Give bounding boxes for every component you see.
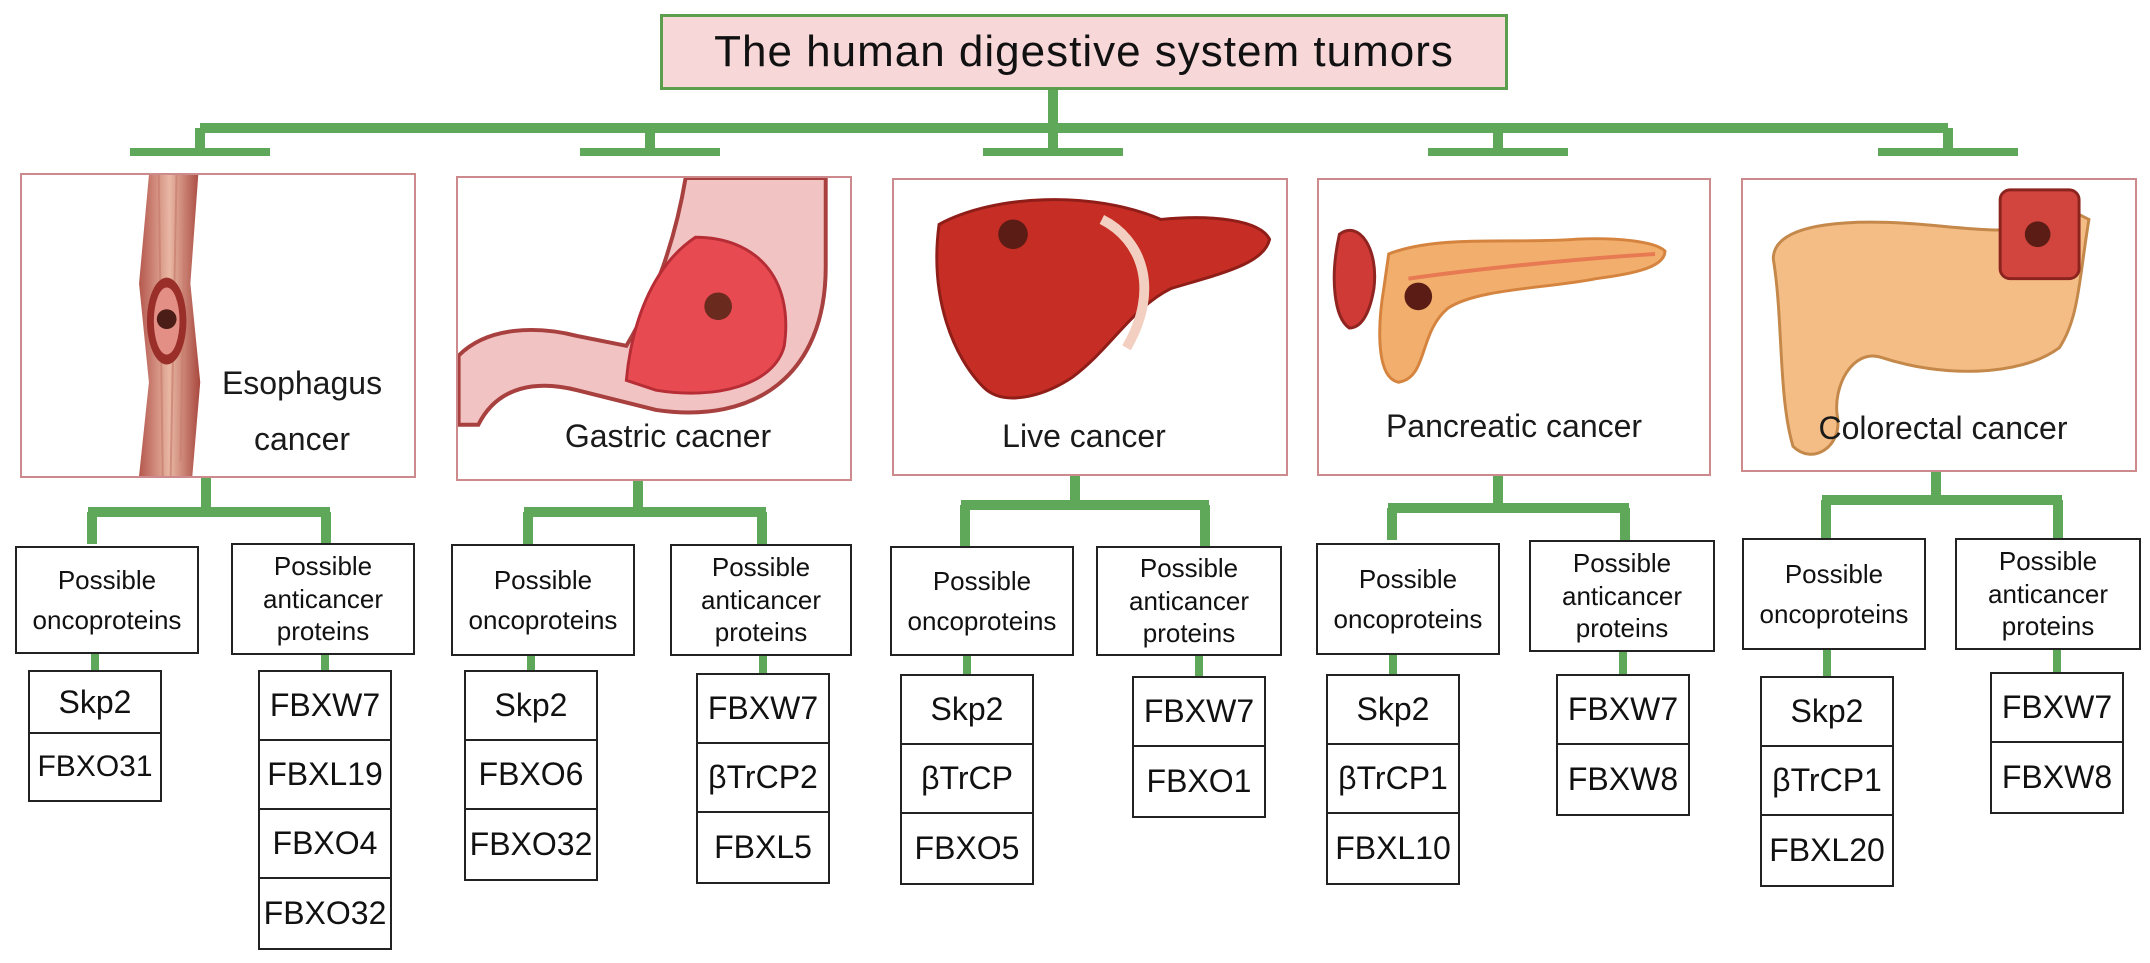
group-label-line: Possible [1998,546,2098,577]
protein-item: FBXW8 [2001,759,2113,795]
group-label-line: Possible [1358,563,1458,594]
esophagus-illustration [139,175,201,476]
protein-item: FBXO6 [466,741,596,810]
group-label-line: oncoproteins [907,606,1057,636]
protein-item: Skp2 [1762,678,1892,747]
oncoprotein-list: Skp2 βTrCP FBXO5 [900,674,1034,885]
group-label-line: oncoproteins [1759,599,1909,629]
cancer-label: Gastric cacner [564,418,772,454]
protein-item: FBXO5 [914,830,1020,866]
group-label-line: oncoproteins [1333,604,1483,634]
protein-item: FBXO31 [37,750,153,783]
group-label-line: anticancer [701,584,821,615]
group-label-line: anticancer [1988,578,2108,609]
anticancer-protein-list: FBXW7 FBXO1 [1132,676,1266,818]
pancreas-illustration [1332,228,1667,384]
group-label-line: proteins [1142,618,1236,649]
protein-item: FBXO4 [260,810,390,879]
anticancer-protein-list: FBXW7 FBXW8 [1556,674,1690,816]
pancreatic-cancer-panel: Pancreatic cancer [1317,178,1711,476]
gastric-cancer-panel: Gastric cacner [456,176,852,481]
stomach-illustration [458,178,828,427]
colorectal-cancer-panel: Colorectal cancer [1741,178,2137,472]
protein-item: FBXW7 [260,672,390,741]
protein-item: FBXL10 [1335,830,1451,866]
esophagus-cancer-panel: Esophagus cancer [20,173,416,478]
group-label-line: Possible [711,552,811,583]
protein-item: FBXW7 [1992,674,2122,743]
group-label-line: proteins [2001,611,2095,642]
group-label-line: proteins [276,616,370,647]
cancer-label: Live cancer [1002,418,1166,454]
group-label-line: Possible [273,551,373,582]
protein-item: βTrCP [902,745,1032,814]
group-label-line: Possible [493,564,593,595]
protein-item: βTrCP1 [1328,745,1458,814]
protein-item: FBXW7 [1134,678,1264,747]
protein-item: Skp2 [466,672,596,741]
protein-item: Skp2 [1328,676,1458,745]
liver-cancer-panel: Live cancer [892,178,1288,476]
group-label-line: Possible [1784,558,1884,589]
cancer-label-line: Esophagus [221,365,383,401]
oncoproteins-group-box: Possible oncoproteins [15,546,199,654]
oncoproteins-group-box: Possible oncoproteins [451,544,635,656]
group-label-line: Possible [1139,553,1239,584]
colon-illustration [1771,188,2091,456]
protein-item: FBXO32 [469,826,593,862]
anticancer-protein-list: FBXW7 FBXL19 FBXO4 FBXO32 [258,670,392,950]
protein-item: FBXL19 [260,741,390,810]
group-label-line: oncoproteins [468,605,618,635]
group-label-line: proteins [1575,613,1669,644]
cancer-label: Esophagus cancer [207,355,397,467]
anticancer-protein-list: FBXW7 βTrCP2 FBXL5 [696,673,830,884]
protein-item: βTrCP2 [698,744,828,813]
protein-item: Skp2 [30,672,160,734]
protein-item: βTrCP1 [1762,747,1892,816]
group-label-line: anticancer [263,583,383,614]
diagram-title: The human digestive system tumors [660,14,1508,90]
anticancer-protein-list: FBXW7 FBXW8 [1990,672,2124,814]
protein-item: FBXL5 [714,829,812,865]
oncoprotein-list: Skp2 βTrCP1 FBXL10 [1326,674,1460,885]
oncoproteins-group-box: Possible oncoproteins [890,546,1074,656]
oncoprotein-list: Skp2 βTrCP1 FBXL20 [1760,676,1894,887]
oncoprotein-list: Skp2 FBXO31 [28,670,162,802]
group-label-line: Possible [1572,548,1672,579]
protein-item: Skp2 [902,676,1032,745]
protein-item: FBXL20 [1769,832,1885,868]
group-label-line: anticancer [1562,580,1682,611]
oncoprotein-list: Skp2 FBXO6 FBXO32 [464,670,598,881]
group-label-line: proteins [714,617,808,648]
cancer-label-line: cancer [253,421,351,457]
group-label-line: Possible [57,564,157,595]
group-label-line: Possible [932,565,1032,596]
protein-item: FBXO32 [263,895,387,931]
liver-illustration [935,198,1272,400]
group-label-line: oncoproteins [32,605,182,635]
protein-item: FBXW7 [1558,676,1688,745]
protein-item: FBXW7 [698,675,828,744]
cancer-label: Colorectal cancer [1818,410,2068,446]
cancer-label: Pancreatic cancer [1385,408,1643,444]
group-label-line: anticancer [1129,585,1249,616]
protein-item: FBXO1 [1146,763,1252,799]
protein-item: FBXW8 [1567,761,1679,797]
oncoproteins-group-box: Possible oncoproteins [1742,538,1926,650]
oncoproteins-group-box: Possible oncoproteins [1316,543,1500,655]
